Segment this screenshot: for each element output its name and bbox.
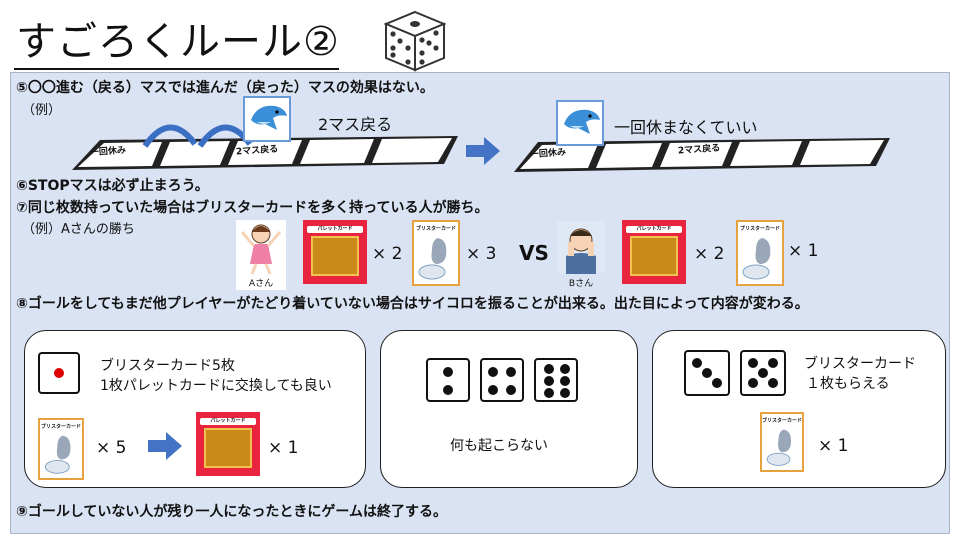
title-underline xyxy=(14,68,339,70)
blister-pack-icon xyxy=(742,238,771,280)
dice-icon xyxy=(383,10,447,72)
a-pallet-count: × 2 xyxy=(372,244,403,264)
pallet-card: パレットカード xyxy=(196,412,260,476)
outcome-one-blister-count: × 5 xyxy=(96,438,127,458)
outcome-box-middle xyxy=(380,330,638,488)
outcome-high-blister-count: × 1 xyxy=(818,436,849,456)
person-a: Aさん xyxy=(236,220,286,290)
blister-card: ブリスターカード xyxy=(760,412,804,472)
rule-5: ⑤〇〇進む（戻る）マスでは進んだ（戻った）マスの効果はない。 xyxy=(16,80,434,96)
person-a-label: Aさん xyxy=(248,279,274,289)
blister-pack-icon xyxy=(44,435,71,474)
b-blister-count: × 1 xyxy=(788,241,819,261)
arrow-right-icon xyxy=(466,137,500,165)
outcome-one-line1: ブリスターカード5枚 xyxy=(100,358,235,374)
blister-card-title: ブリスターカード xyxy=(40,424,81,430)
vs-label: VS xyxy=(519,241,549,265)
die-six-icon xyxy=(534,358,578,402)
die-five-icon xyxy=(740,350,786,396)
pallet-card: パレットカード xyxy=(303,220,367,284)
outcome-one-pallet-count: × 1 xyxy=(268,438,299,458)
die-two-icon xyxy=(426,358,470,402)
blister-card: ブリスターカード xyxy=(412,220,460,286)
back-two-label: 2マス戻る xyxy=(318,115,393,134)
rule-7: ⑦同じ枚数持っていた場合はブリスターカードを多く持っている人が勝ち。 xyxy=(16,200,489,216)
person-b-label: Bさん xyxy=(568,279,594,289)
board-after xyxy=(514,138,890,172)
pallet-card-title: パレットカード xyxy=(307,226,363,233)
outcome-high-line2: １枚もらえる xyxy=(806,376,890,392)
pallet-card-title: パレットカード xyxy=(626,226,682,233)
blister-card: ブリスターカード xyxy=(38,418,84,480)
rule-9: ⑨ゴールしていない人が残り一人になったときにゲームは終了する。 xyxy=(16,504,448,520)
die-four-icon xyxy=(480,358,524,402)
rule-6: ⑥STOPマスは必ず止まろう。 xyxy=(16,178,209,194)
b-pallet-count: × 2 xyxy=(694,244,725,264)
die-one-icon xyxy=(38,352,80,394)
arrow-right-icon xyxy=(148,432,182,460)
happy-girl-icon xyxy=(240,224,282,275)
outcome-high-line1: ブリスターカード xyxy=(804,356,916,372)
blister-card-title: ブリスターカード xyxy=(739,226,780,232)
no-rest-label: 一回休まなくていい xyxy=(614,118,758,137)
a-blister-count: × 3 xyxy=(466,244,497,264)
outcome-one-line2: 1枚パレットカードに交換しても良い xyxy=(100,378,332,394)
pallet-card: パレットカード xyxy=(622,220,686,284)
person-b: Bさん xyxy=(556,220,606,290)
page-title: すごろくルール② xyxy=(16,19,340,65)
die-three-icon xyxy=(684,350,730,396)
dolphin-icon xyxy=(243,96,291,142)
blister-card-title: ブリスターカード xyxy=(762,418,803,424)
blister-pack-icon xyxy=(766,429,792,466)
rule-8: ⑧ゴールをしてもまだ他プレイヤーがたどり着いていない場合はサイコロを振ることが出… xyxy=(16,296,809,312)
pallet-card-title: パレットカード xyxy=(200,418,256,425)
dolphin-icon xyxy=(556,100,604,146)
worried-boy-icon xyxy=(557,221,605,274)
blister-card: ブリスターカード xyxy=(736,220,784,286)
rule-5-example-label: （例） xyxy=(22,103,62,118)
blister-card-title: ブリスターカード xyxy=(415,226,456,232)
blister-pack-icon xyxy=(418,238,447,280)
board-before xyxy=(72,124,458,170)
rule-7-example-label: （例）Aさんの勝ち xyxy=(22,222,135,237)
outcome-middle-text: 何も起こらない xyxy=(450,438,548,454)
